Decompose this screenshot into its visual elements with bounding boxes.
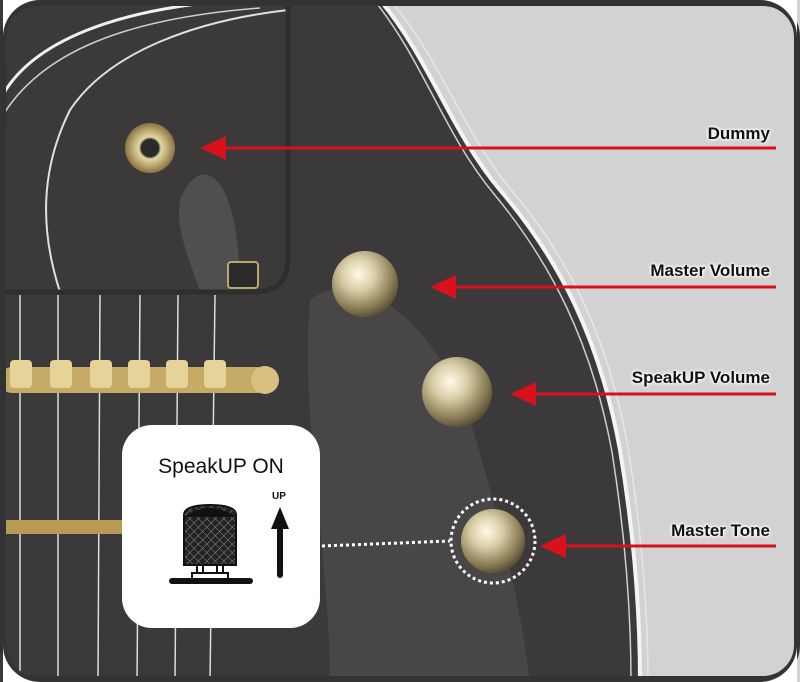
master-tone-knob — [449, 497, 537, 585]
speakup-on-callout: SpeakUP ON UP — [122, 425, 320, 628]
bridge — [0, 360, 279, 534]
master-volume-arrow — [430, 275, 776, 299]
up-label: UP — [272, 491, 286, 502]
label-master-volume: Master Volume — [650, 261, 770, 280]
body-binding — [378, 0, 642, 682]
up-arrow-icon — [271, 507, 289, 578]
master-volume-knob — [332, 251, 398, 317]
speakup-volume-knob — [422, 357, 492, 427]
speakup-volume-arrow — [510, 382, 776, 406]
dummy-arrow — [200, 136, 776, 160]
label-speakup-volume: SpeakUP Volume — [631, 368, 770, 387]
dummy-jack — [125, 123, 175, 173]
knob-pulled-up-icon — [169, 503, 289, 584]
label-dummy: Dummy — [707, 124, 770, 143]
label-master-tone: Master Tone — [671, 521, 770, 540]
callout-title: SpeakUP ON — [158, 455, 284, 478]
master-tone-arrow — [540, 534, 776, 558]
